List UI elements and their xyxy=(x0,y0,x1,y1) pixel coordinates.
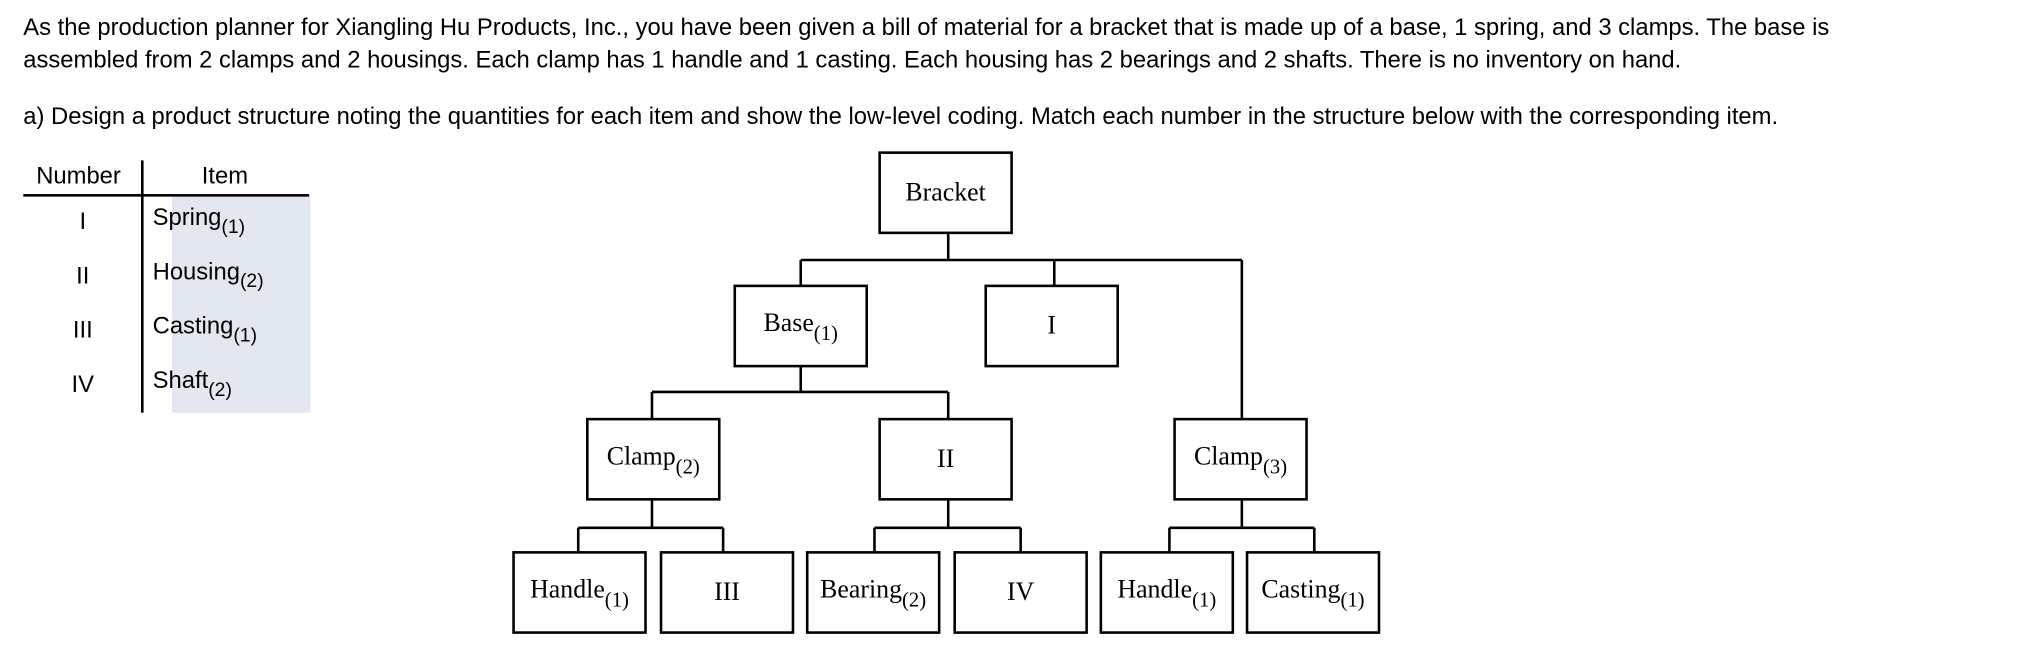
row-number: II xyxy=(76,261,90,289)
node-box xyxy=(878,417,1013,501)
node-clamp3: Clamp(3) xyxy=(1173,417,1308,501)
node-n4: IV xyxy=(953,551,1088,634)
node-label: Bracket xyxy=(905,178,986,207)
row-item[interactable]: Spring(1) xyxy=(152,203,246,239)
node-base: Base(1) xyxy=(733,284,869,368)
node-box xyxy=(1173,417,1308,501)
node-handle-a: Handle(1) xyxy=(512,551,647,634)
problem-text-line1: As the production planner for Xiangling … xyxy=(23,12,1830,41)
node-clamp2: Clamp(2) xyxy=(586,417,721,501)
answer-column-shade xyxy=(172,195,311,413)
node-label: Bearing(2) xyxy=(820,575,926,612)
row-number: III xyxy=(72,315,93,343)
node-casting: Casting(1) xyxy=(1245,551,1381,634)
node-n3: III xyxy=(659,551,795,634)
row-item[interactable]: Casting(1) xyxy=(152,311,258,347)
node-box xyxy=(1099,551,1235,634)
header-divider xyxy=(23,194,310,197)
node-label: IV xyxy=(1007,577,1035,606)
matching-table: Number Item I Spring(1) II Housing(2) II… xyxy=(23,158,311,417)
node-label: Base(1) xyxy=(764,308,838,345)
node-box xyxy=(805,551,941,634)
header-number: Number xyxy=(36,161,121,189)
node-box xyxy=(984,284,1119,368)
node-n1: I xyxy=(984,284,1119,368)
node-label: Clamp(2) xyxy=(607,441,700,478)
node-box xyxy=(953,551,1088,634)
node-box xyxy=(878,151,1013,235)
row-number: I xyxy=(79,206,87,235)
part-a-instructions: a) Design a product structure noting the… xyxy=(23,102,1779,130)
node-box xyxy=(586,417,721,501)
node-box xyxy=(1245,551,1381,634)
node-label: Handle(1) xyxy=(530,575,629,612)
node-bracket: Bracket xyxy=(878,151,1013,235)
connector-lines xyxy=(576,234,1316,553)
header-item: Item xyxy=(201,161,249,189)
node-handle-b: Handle(1) xyxy=(1099,551,1235,634)
column-divider xyxy=(141,160,144,413)
node-box xyxy=(659,551,795,634)
node-label: I xyxy=(1047,311,1056,340)
node-box xyxy=(733,284,869,368)
node-label: III xyxy=(714,577,740,606)
row-item[interactable]: Shaft(2) xyxy=(152,366,232,402)
node-bearing: Bearing(2) xyxy=(805,551,941,634)
node-box xyxy=(512,551,647,634)
node-label: Clamp(3) xyxy=(1194,441,1287,478)
node-label: Handle(1) xyxy=(1117,575,1216,612)
node-label: II xyxy=(937,444,954,473)
node-label: Casting(1) xyxy=(1261,575,1364,612)
node-n2: II xyxy=(878,417,1013,501)
row-item[interactable]: Housing(2) xyxy=(152,257,264,293)
row-number: IV xyxy=(71,369,95,398)
problem-text-line2: assembled from 2 clamps and 2 housings. … xyxy=(23,45,1682,73)
